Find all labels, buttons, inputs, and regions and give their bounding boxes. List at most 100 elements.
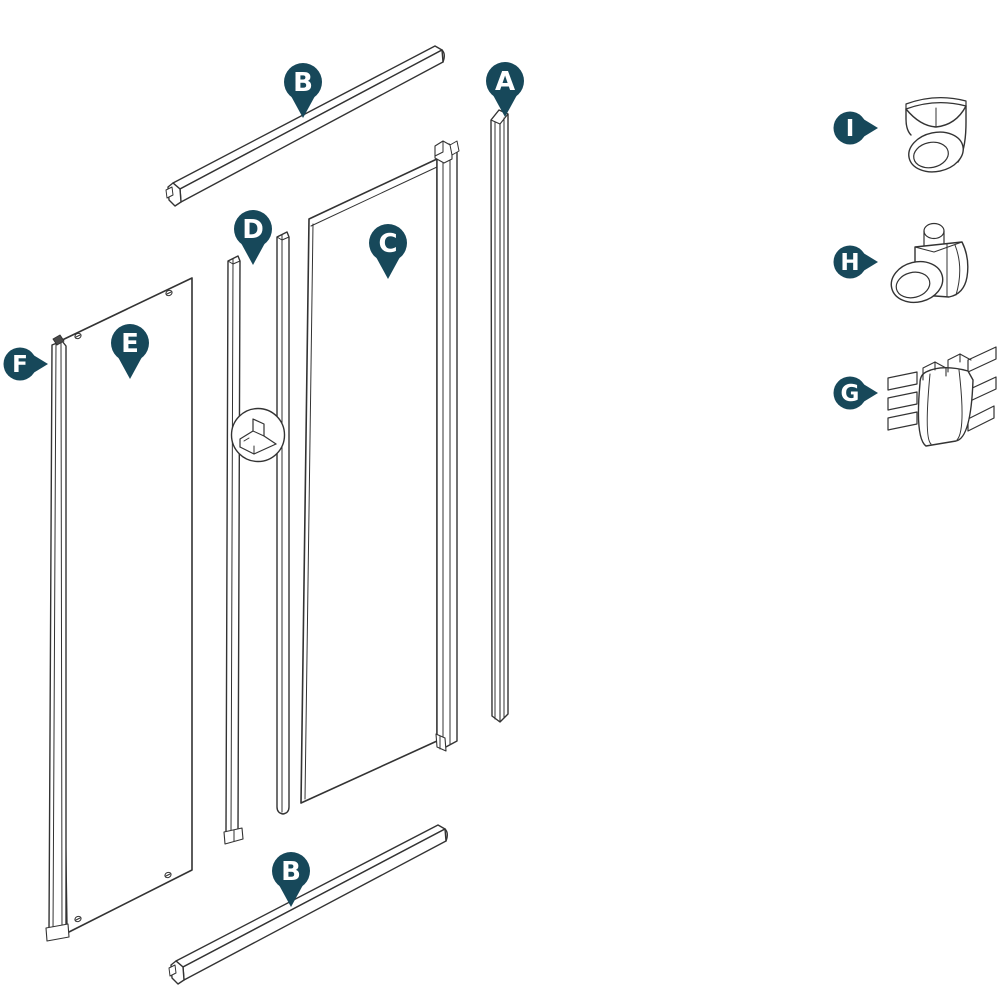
detail-magnifier xyxy=(230,407,286,463)
rail-front-face xyxy=(182,828,447,981)
profile-top-cap xyxy=(52,334,65,346)
pin-label: D xyxy=(242,215,264,245)
profile-inner-line xyxy=(60,341,63,934)
rail-end-notch xyxy=(168,964,177,977)
bottom-rail-b xyxy=(168,824,448,985)
frame-top-hook-line xyxy=(434,140,444,157)
door-frame-profile xyxy=(434,140,460,752)
screw-hole xyxy=(164,871,172,879)
roller-part-h xyxy=(890,222,969,304)
pin-b-top: B xyxy=(284,63,322,118)
pin-circle xyxy=(833,245,867,279)
pin-label: B xyxy=(293,68,313,98)
glass-thickness-top xyxy=(310,166,438,227)
screw-slot xyxy=(75,917,81,921)
pin-tail xyxy=(30,353,48,375)
screw-hole xyxy=(165,289,173,297)
pin-label: A xyxy=(495,67,515,97)
profile-body xyxy=(48,340,67,937)
pin-circle xyxy=(284,63,322,101)
pin-label: H xyxy=(840,250,859,276)
pin-circle xyxy=(486,62,524,100)
strip-top-cap xyxy=(227,260,241,265)
channel-mouth xyxy=(947,353,961,373)
frame-bar xyxy=(436,143,458,749)
top-rail-b xyxy=(165,45,445,207)
glass-pane xyxy=(300,158,438,804)
profile-cross-section-step xyxy=(252,430,265,437)
magnifier-circle xyxy=(230,407,286,463)
pin-label: B xyxy=(281,857,301,887)
pin-tail xyxy=(376,257,400,279)
door-panel-c xyxy=(300,158,438,804)
left-fin xyxy=(887,371,918,391)
pin-circle xyxy=(833,376,867,410)
channel-mouth xyxy=(922,361,936,381)
block-curve-line xyxy=(926,373,932,445)
strip-body xyxy=(276,231,290,815)
left-fin xyxy=(887,391,918,411)
frame-top-tab xyxy=(449,140,460,156)
pin-circle xyxy=(234,210,272,248)
channel-mouth xyxy=(959,353,972,361)
block-curve-line xyxy=(956,369,963,441)
pin-circle xyxy=(272,852,310,890)
pin-label: G xyxy=(841,381,860,407)
glass-pane xyxy=(57,277,193,934)
pin-tail xyxy=(860,382,878,404)
pin-tail xyxy=(860,117,878,139)
pin-circle xyxy=(111,324,149,362)
pin-label: F xyxy=(12,352,28,378)
roller-guide-part-i xyxy=(905,97,967,173)
pin-f: F xyxy=(3,347,48,381)
wheel-inner xyxy=(895,271,931,299)
corner-connector-part-g xyxy=(887,346,997,447)
pin-d: D xyxy=(234,210,272,265)
rail-end-round xyxy=(441,49,445,63)
channel-mouth xyxy=(934,361,947,377)
connector-block xyxy=(917,367,974,447)
knob-top xyxy=(923,222,945,240)
pin-c: C xyxy=(369,224,407,279)
screw-slot xyxy=(166,291,172,295)
side-panel-e xyxy=(57,277,193,934)
pin-tail xyxy=(860,251,878,273)
screw-hole xyxy=(74,915,82,923)
right-fin xyxy=(967,346,997,373)
center-profile-d1 xyxy=(223,255,244,845)
center-profile-d2 xyxy=(276,231,290,815)
pin-label: E xyxy=(121,329,139,359)
left-fin xyxy=(887,411,918,431)
frame-bottom-foot xyxy=(435,733,447,752)
profile-cross-section-line xyxy=(243,437,250,442)
pin-a: A xyxy=(486,62,524,117)
rail-end-notch xyxy=(165,186,174,199)
pin-e: E xyxy=(111,324,149,379)
pin-label: I xyxy=(846,116,855,142)
guide-top-rim xyxy=(905,97,967,110)
body-top-line xyxy=(914,241,963,253)
pin-circle xyxy=(369,224,407,262)
pin-tail xyxy=(493,95,517,117)
pin-circle xyxy=(3,347,37,381)
glass-thickness-left xyxy=(304,223,314,800)
strip-inner-line xyxy=(230,258,234,835)
rail-end-round xyxy=(444,828,448,842)
pin-circle xyxy=(833,111,867,145)
pin-tail xyxy=(279,885,303,907)
body-arc-line xyxy=(954,244,961,296)
pin-g: G xyxy=(833,376,878,410)
rail-top-face xyxy=(175,824,446,968)
pin-label: C xyxy=(378,229,397,259)
pin-b-bottom: B xyxy=(272,852,310,907)
screw-slot xyxy=(75,334,81,338)
profile-bottom-foot xyxy=(45,923,70,942)
pin-tail xyxy=(118,357,142,379)
pin-tail xyxy=(241,243,265,265)
right-fin xyxy=(967,405,995,432)
pin-tail xyxy=(291,96,315,118)
line-art: B A D C E B F xyxy=(3,45,997,985)
pin-i: I xyxy=(833,111,878,145)
